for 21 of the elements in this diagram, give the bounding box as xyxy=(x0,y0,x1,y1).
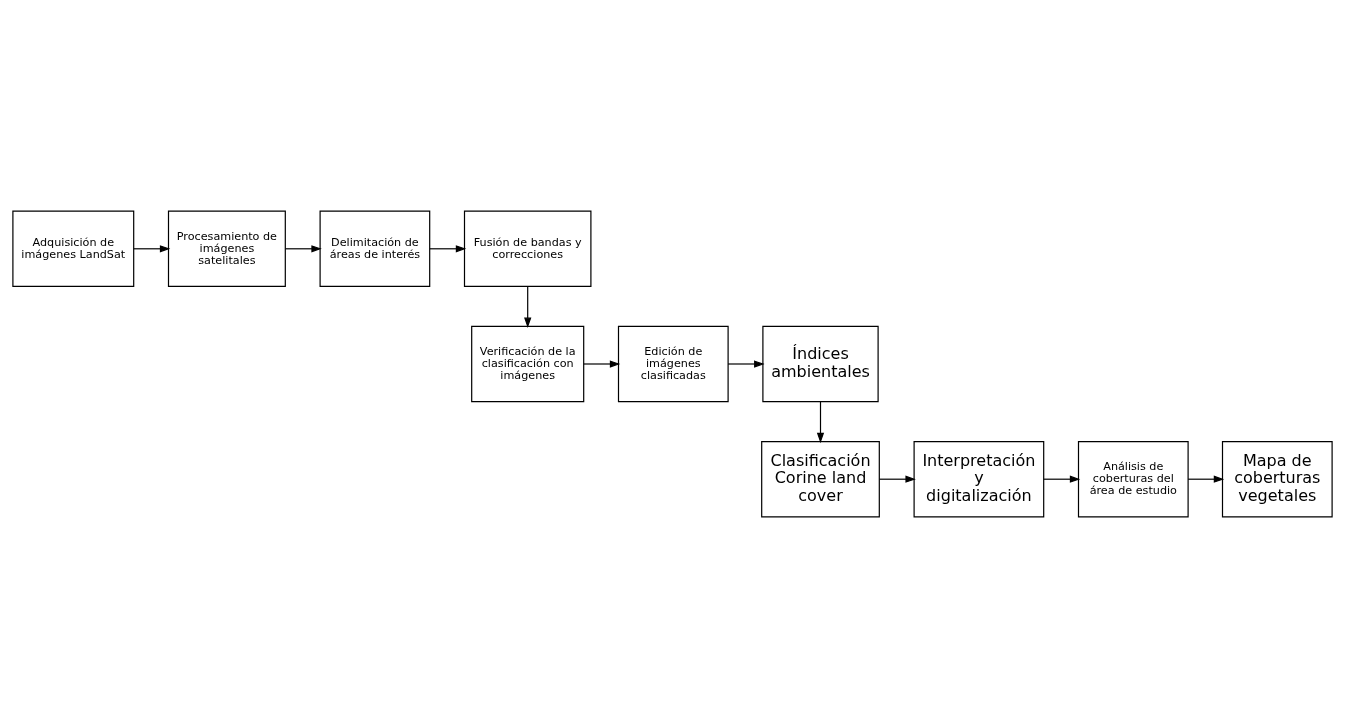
arrow xyxy=(1043,475,1081,483)
node-box: Verificación de la clasificación con imágenes xyxy=(471,325,585,403)
arrow xyxy=(727,360,765,368)
node-box: Análisis de coberturas del área de estudio xyxy=(1077,441,1189,518)
node-box: Delimitación de áreas de interés xyxy=(319,210,431,287)
arrow xyxy=(429,245,467,253)
node-box: Mapa de coberturas vegetales xyxy=(1221,441,1333,518)
node-box: Procesamiento de imágenes satelitales xyxy=(167,210,286,287)
node-box: Índices ambientales xyxy=(762,325,879,403)
node-box: Interpretación y digitalización xyxy=(913,441,1045,518)
arrow xyxy=(284,245,322,253)
arrow xyxy=(878,475,916,483)
node-box: Edición de imágenes clasificadas xyxy=(617,325,729,403)
arrow xyxy=(133,245,171,253)
arrow xyxy=(583,360,621,368)
node-box: Fusión de bandas y correcciones xyxy=(463,210,592,287)
node-box: Adquisición de imágenes LandSat xyxy=(12,210,135,287)
arrow xyxy=(524,285,532,328)
arrow xyxy=(816,401,825,444)
arrow xyxy=(1187,475,1225,483)
node-box: Clasificación Corine land cover xyxy=(761,441,880,518)
